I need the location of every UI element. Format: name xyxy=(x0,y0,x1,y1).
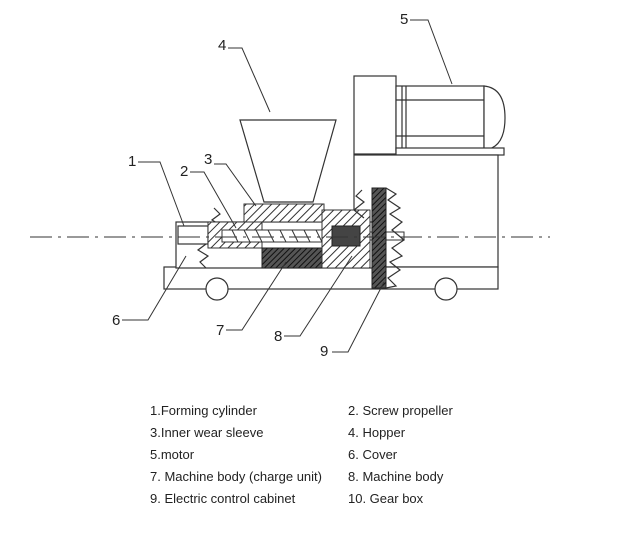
callout-7: 7 xyxy=(216,322,224,339)
motor-end-cap xyxy=(483,85,506,151)
cover-flywheel xyxy=(353,187,406,289)
legend: 1.Forming cylinder 2. Screw propeller 3.… xyxy=(150,403,453,506)
leader-6 xyxy=(122,255,187,321)
right-wheel xyxy=(434,277,458,301)
legend-item-10: 10. Gear box xyxy=(348,491,424,506)
leader-7 xyxy=(226,261,287,331)
motor-body xyxy=(395,85,485,151)
legend-item-6: 6. Cover xyxy=(348,447,398,462)
callout-8: 8 xyxy=(274,328,282,345)
legend-item-5: 5.motor xyxy=(150,447,195,462)
callout-4: 4 xyxy=(218,37,226,54)
leader-9 xyxy=(332,281,385,353)
callout-2: 2 xyxy=(180,163,188,180)
legend-item-2: 2. Screw propeller xyxy=(348,403,453,418)
legend-item-3: 3.Inner wear sleeve xyxy=(150,425,263,440)
screw-propeller xyxy=(221,229,333,243)
leader-8 xyxy=(284,255,353,337)
leader-3 xyxy=(214,163,257,207)
leader-4 xyxy=(228,47,271,113)
machine-body-block xyxy=(321,209,371,269)
callout-5: 5 xyxy=(400,11,408,28)
callout-1: 1 xyxy=(128,153,136,170)
inner-wear-sleeve xyxy=(243,203,325,223)
legend-item-9: 9. Electric control cabinet xyxy=(150,491,296,506)
motor-base-plate xyxy=(395,147,505,156)
hopper xyxy=(239,119,337,203)
legend-item-4: 4. Hopper xyxy=(348,425,406,440)
legend-item-8: 8. Machine body xyxy=(348,469,444,484)
legend-item-1: 1.Forming cylinder xyxy=(150,403,258,418)
motor-mount-box xyxy=(353,75,397,155)
callout-9: 9 xyxy=(320,343,328,360)
callout-6: 6 xyxy=(112,312,120,329)
drive-shaft xyxy=(369,231,405,241)
legend-item-7: 7. Machine body (charge unit) xyxy=(150,469,322,484)
leader-1 xyxy=(138,161,185,227)
callout-3: 3 xyxy=(204,151,212,168)
leader-5 xyxy=(410,19,453,85)
leader-2 xyxy=(190,171,237,229)
left-wheel xyxy=(205,277,229,301)
